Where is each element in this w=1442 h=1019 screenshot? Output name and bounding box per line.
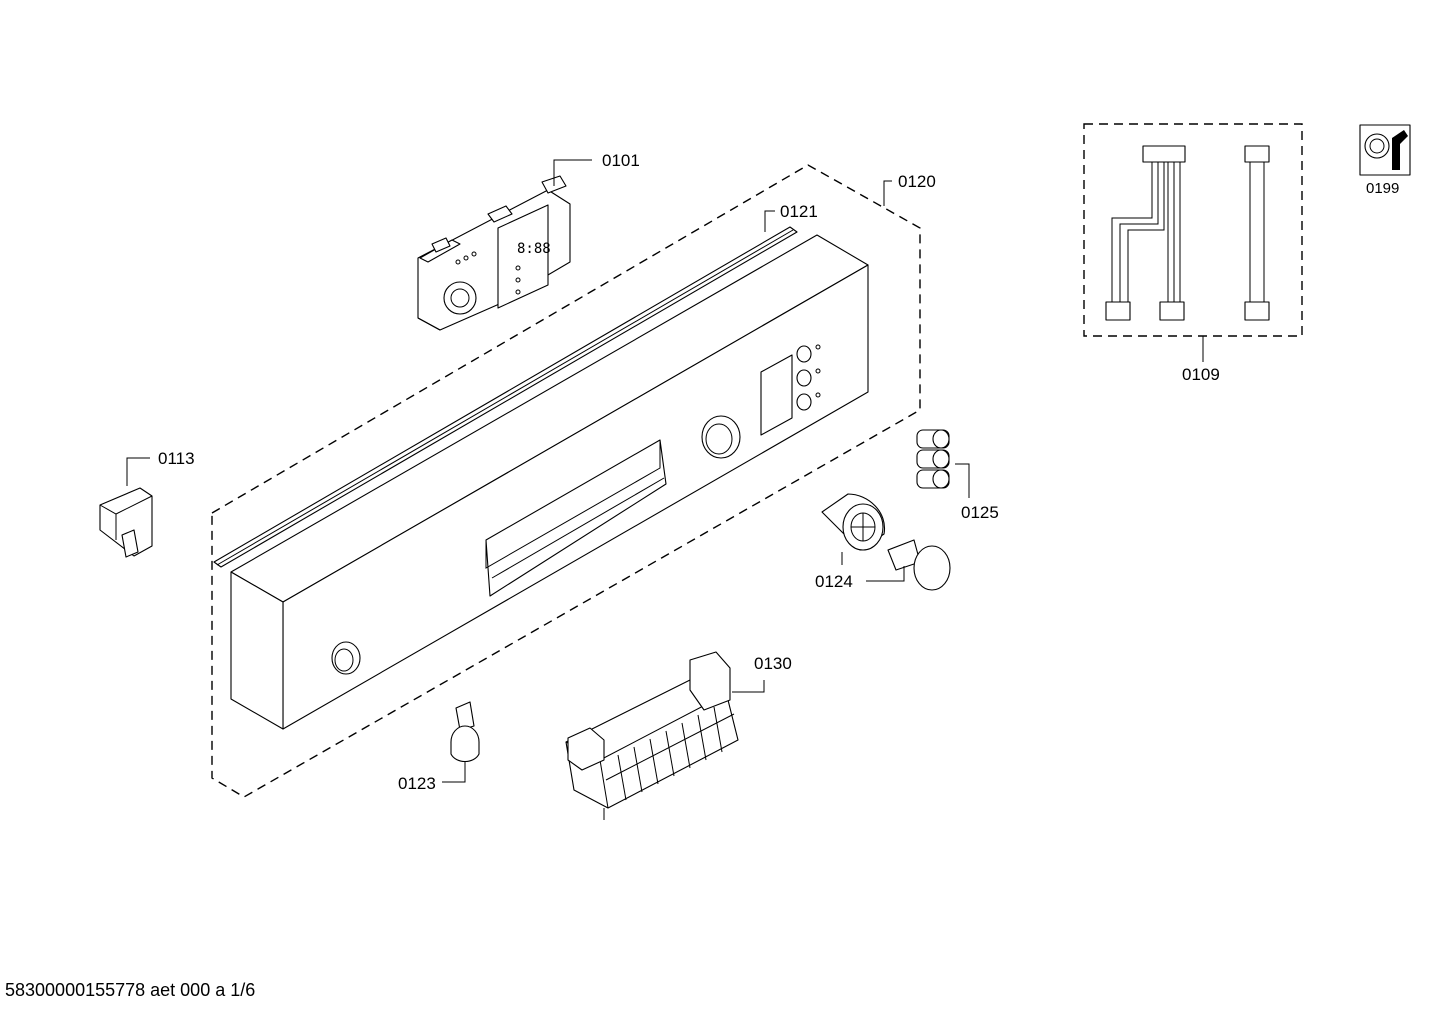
leader-0124b: [866, 566, 905, 582]
label-0124: 0124: [815, 572, 853, 591]
buttons-0125: [916, 429, 950, 489]
leader-0120: [883, 180, 892, 206]
knob-0123: [450, 701, 480, 763]
leader-0121: [764, 210, 775, 232]
label-0125: 0125: [961, 503, 999, 522]
leader-0113: [126, 457, 150, 486]
document-code: 58300000155778 aet 000 a 1/6: [5, 980, 256, 1000]
holder-0130: [565, 651, 739, 820]
label-0130: 0130: [754, 654, 792, 673]
label-0123: 0123: [398, 774, 436, 793]
label-0109: 0109: [1182, 365, 1220, 384]
label-0121: 0121: [780, 202, 818, 221]
leader-0125: [955, 463, 970, 498]
svg-text:8:88: 8:88: [517, 241, 551, 257]
cable-set-0109: [1083, 123, 1303, 337]
trim-strip-0121: [213, 226, 798, 568]
wrench-icon: [1359, 124, 1411, 176]
label-0199: 0199: [1366, 180, 1399, 197]
clip-0113: [99, 487, 153, 558]
leader-0101: [553, 159, 592, 186]
group-0120-outline: [211, 164, 921, 798]
electronic-module-0101: 8:88: [417, 175, 571, 331]
label-0101: 0101: [602, 151, 640, 170]
label-0120: 0120: [898, 172, 936, 191]
leader-0130: [732, 680, 765, 693]
leader-0123: [442, 762, 466, 783]
label-0113: 0113: [158, 449, 195, 468]
knob-0124: [821, 493, 951, 591]
control-panel: [230, 234, 869, 730]
